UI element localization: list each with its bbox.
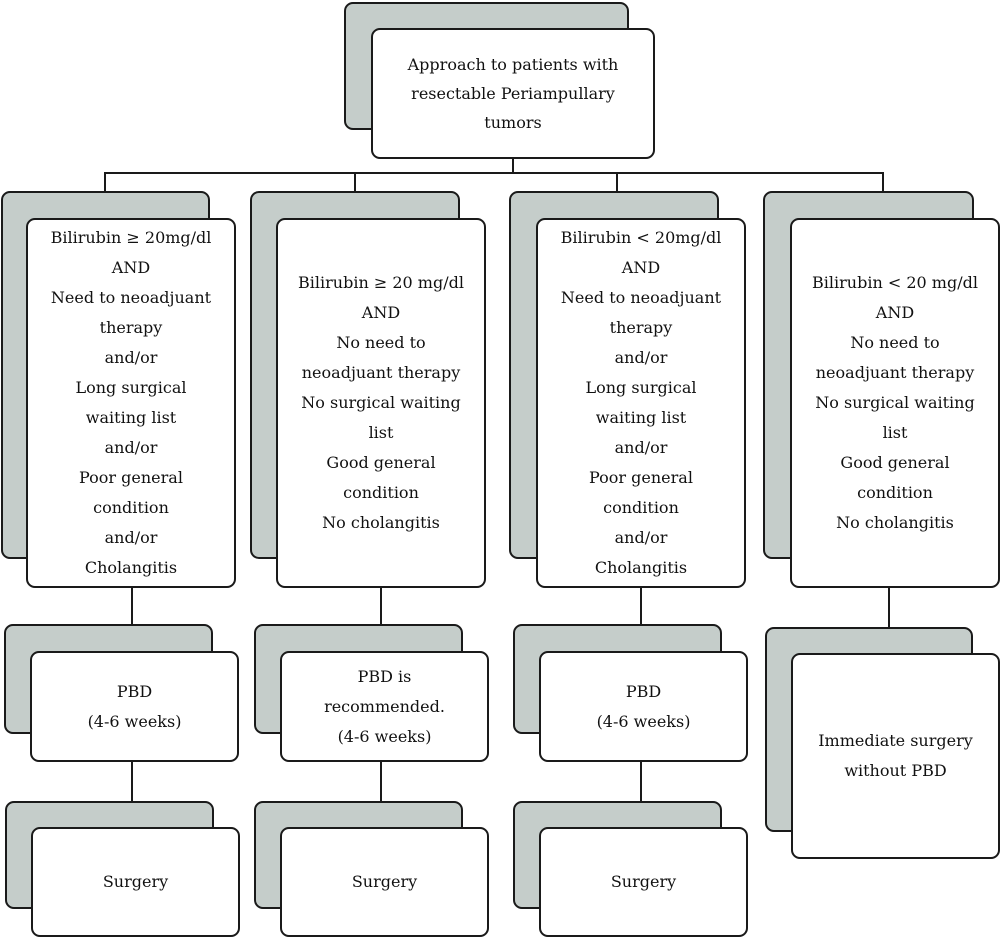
box-text-line: and/or <box>104 438 158 457</box>
box-text-line: PBD <box>116 681 153 701</box>
box-text-line: Poor general <box>79 468 183 487</box>
box-text-line: therapy <box>99 318 163 337</box>
box-text-line: AND <box>621 258 661 277</box>
box-text-line: Bilirubin ≥ 20 mg/dl <box>298 273 464 292</box>
box-text-line: resectable Periampullary <box>411 84 615 103</box>
action-box-2: PBD is recommended. (4-6 weeks) <box>280 651 489 762</box>
box-text-line: Immediate surgery <box>818 731 973 750</box>
box-text-line: PBD is <box>357 666 412 686</box>
box-text-line: Poor general <box>589 468 693 487</box>
box-text-line: and/or <box>614 528 668 547</box>
box-text-line: PBD <box>625 681 662 701</box>
outcome-box-2: Surgery <box>280 827 489 937</box>
box-text-line: waiting list <box>595 408 687 427</box>
connector-root-down <box>512 158 514 173</box>
box-text-line: condition <box>603 498 679 517</box>
box-text-line: Cholangitis <box>84 558 178 577</box>
box-text-line: condition <box>857 483 933 502</box>
outcome-box-3: Surgery <box>539 827 748 937</box>
box-text-line: AND <box>361 303 401 322</box>
connector-criteria-3-to-action <box>640 587 642 625</box>
box-text-line: Bilirubin < 20 mg/dl <box>812 273 978 292</box>
connector-drop-2 <box>354 172 356 192</box>
box-text-line: condition <box>343 483 419 502</box>
connector-drop-3 <box>616 172 618 192</box>
box-text-line: Good general <box>326 453 436 472</box>
box-text-line: AND <box>875 303 915 322</box>
box-text-line: neoadjuant therapy <box>301 363 461 382</box>
root-box: Approach to patients with resectable Peri… <box>371 28 655 159</box>
connector-drop-4 <box>882 172 884 192</box>
box-text-line: Need to neoadjuant <box>50 288 212 307</box>
action-box-3: PBD (4-6 weeks) <box>539 651 748 762</box>
box-text-line: Good general <box>840 453 950 472</box>
connector-criteria-4-to-action <box>888 587 890 627</box>
connector-criteria-1-to-action <box>131 587 133 625</box>
box-text-line: therapy <box>609 318 673 337</box>
box-text-line: and/or <box>104 348 158 367</box>
box-text-line: Bilirubin ≥ 20mg/dl <box>50 228 212 247</box>
box-text-line: and/or <box>614 348 668 367</box>
box-text-line: and/or <box>614 438 668 457</box>
action-box-4: Immediate surgery without PBD <box>791 653 1000 859</box>
box-text-line: without PBD <box>844 761 947 780</box>
box-text-line: (4-6 weeks) <box>87 711 182 731</box>
connector-horizontal-bar <box>104 172 884 174</box>
connector-action-3-to-outcome <box>640 761 642 802</box>
box-text-line: and/or <box>104 528 158 547</box>
box-text-line: No cholangitis <box>322 513 440 532</box>
connector-action-2-to-outcome <box>380 761 382 802</box>
box-text-line: Cholangitis <box>594 558 688 577</box>
box-text-line: condition <box>93 498 169 517</box>
box-text-line: neoadjuant therapy <box>815 363 975 382</box>
box-text-line: No surgical waiting <box>815 393 975 412</box>
box-text-line: No need to <box>850 333 940 352</box>
box-text-line: AND <box>111 258 151 277</box>
connector-drop-1 <box>104 172 106 192</box>
box-text-line: (4-6 weeks) <box>337 726 432 746</box>
connector-criteria-2-to-action <box>380 587 382 625</box>
box-text-line: Surgery <box>351 872 418 891</box>
box-text-line: (4-6 weeks) <box>596 711 691 731</box>
box-text-line: Need to neoadjuant <box>560 288 722 307</box>
connector-action-1-to-outcome <box>131 761 133 802</box>
box-text-line: Approach to patients with <box>407 55 619 74</box>
box-text-line: recommended. <box>324 696 445 716</box>
box-text-line: Surgery <box>610 872 677 891</box>
action-box-1: PBD (4-6 weeks) <box>30 651 239 762</box>
outcome-box-1: Surgery <box>31 827 240 937</box>
box-text-line: list <box>368 423 394 442</box>
box-text-line: No cholangitis <box>836 513 954 532</box>
box-text-line: Long surgical <box>75 378 187 397</box>
box-text-line: list <box>882 423 908 442</box>
box-text-line: waiting list <box>85 408 177 427</box>
box-text-line: Bilirubin < 20mg/dl <box>560 228 722 247</box>
box-text-line: No surgical waiting <box>301 393 461 412</box>
box-text-line: Long surgical <box>585 378 697 397</box>
box-text-line: No need to <box>336 333 426 352</box>
box-text-line: tumors <box>484 113 542 132</box>
box-text-line: Surgery <box>102 872 169 891</box>
